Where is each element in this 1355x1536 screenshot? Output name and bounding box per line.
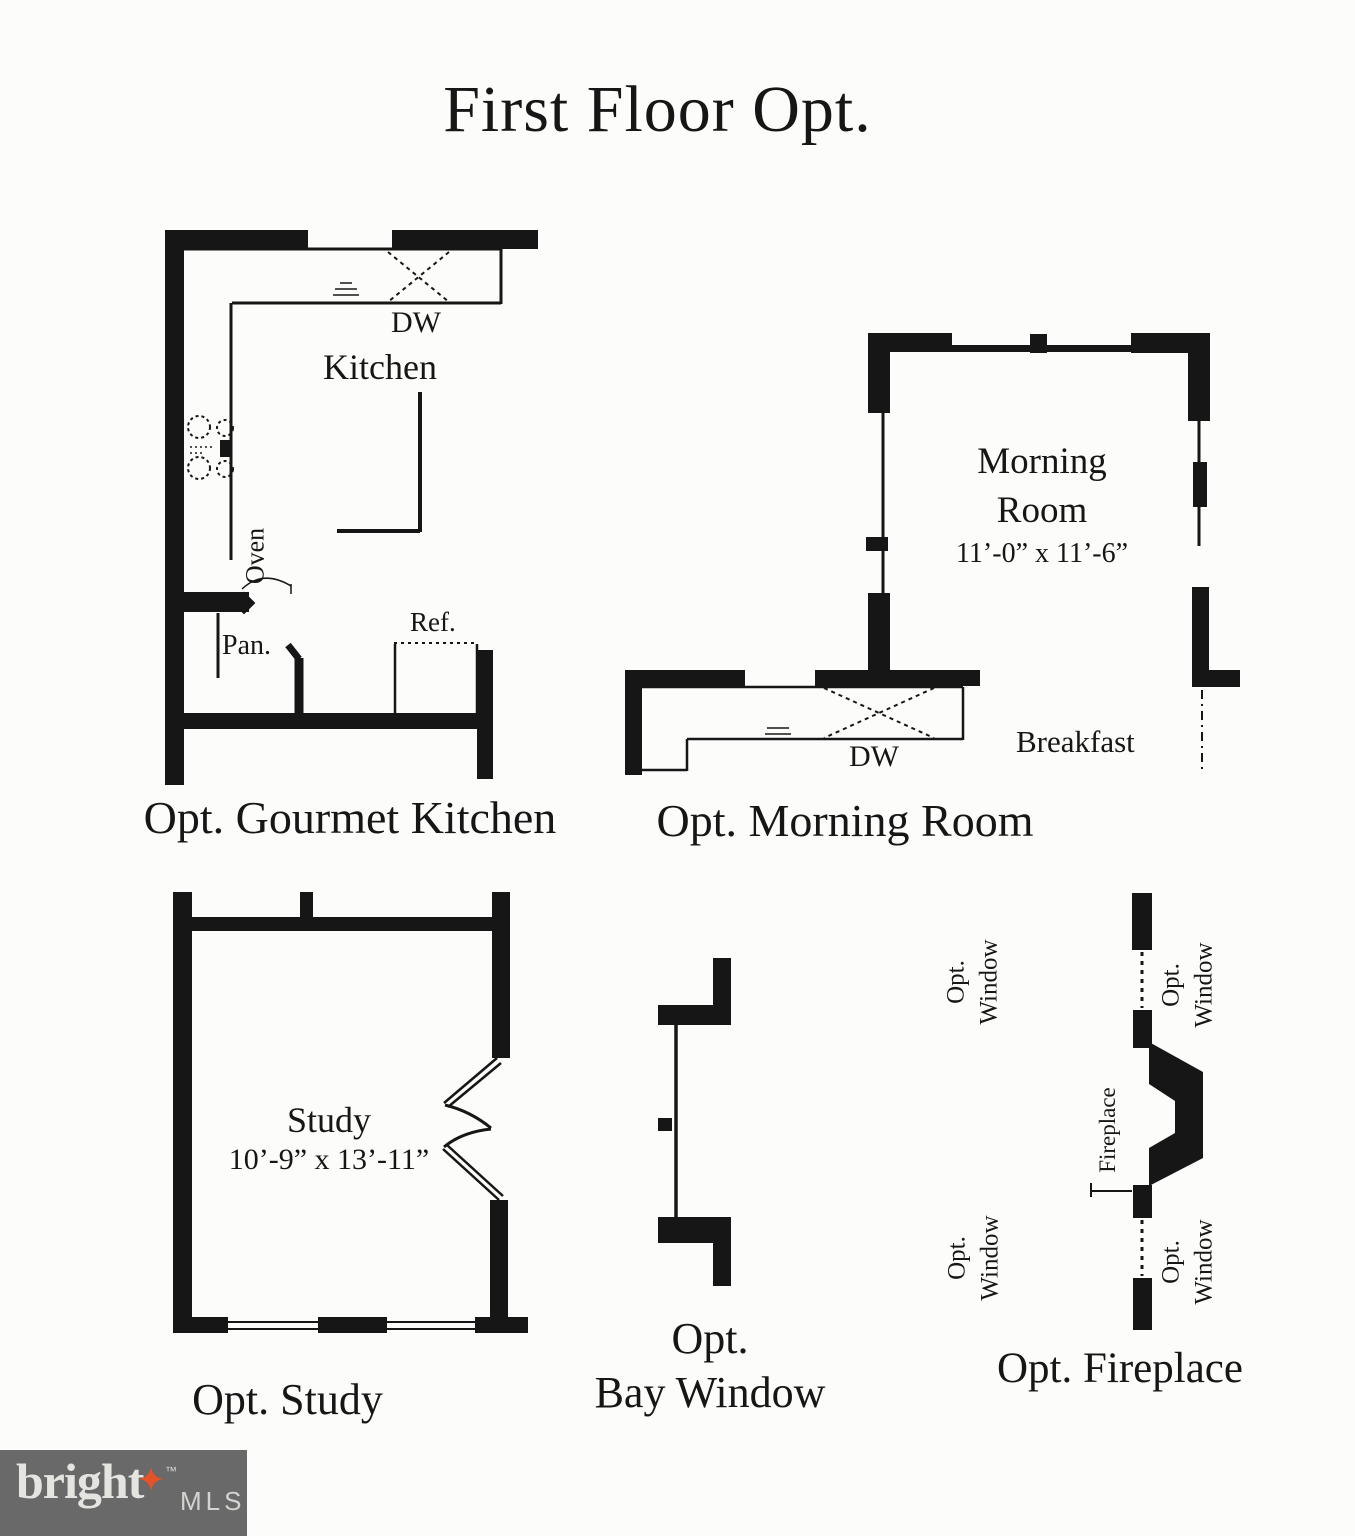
breakfast-label: Breakfast xyxy=(1016,724,1135,759)
opt-window-line1: Opt. xyxy=(943,1236,971,1280)
opt-window-line2: Window xyxy=(1190,1219,1217,1305)
opt-window-line2: Window xyxy=(1190,942,1217,1028)
morning-room-label-line1: Morning xyxy=(977,441,1107,482)
brightmls-brand-text: bright xyxy=(16,1453,144,1509)
opt-window-label-bottom-left: Opt. Window xyxy=(942,1191,1016,1326)
bay-window-caption-line2: Bay Window xyxy=(594,1367,826,1417)
kitchen-dishwasher-label: DW xyxy=(391,306,441,339)
opt-window-line2: Window xyxy=(975,939,1002,1025)
bay-window-walls xyxy=(658,958,731,1286)
morning-room-dimensions: 11’-0” x 11’-6” xyxy=(955,538,1129,569)
bay-window-caption: Opt. Bay Window xyxy=(570,1312,850,1419)
kitchen-pantry-label: Pan. xyxy=(222,630,271,661)
fireplace-label: Fireplace xyxy=(1095,1087,1120,1173)
morning-room-label-line2: Room xyxy=(996,490,1088,531)
morning-room-caption: Opt. Morning Room xyxy=(656,795,1034,846)
fireplace-caption: Opt. Fireplace xyxy=(997,1345,1243,1392)
opt-window-line1: Opt. xyxy=(1157,1240,1185,1284)
spark-icon xyxy=(139,1467,163,1491)
opt-window-label-top-left: Opt. Window xyxy=(941,915,1015,1050)
opt-window-line1: Opt. xyxy=(1157,963,1185,1007)
kitchen-caption: Opt. Gourmet Kitchen xyxy=(143,792,557,843)
opt-window-line1: Opt. xyxy=(942,960,970,1004)
bay-window-caption-line1: Opt. xyxy=(671,1314,749,1363)
morning-dishwasher-label: DW xyxy=(849,740,899,773)
study-room-label: Study xyxy=(286,1100,372,1140)
page-title: First Floor Opt. xyxy=(443,73,872,146)
study-dimensions: 10’-9” x 13’-11” xyxy=(228,1143,430,1176)
opt-window-line2: Window xyxy=(976,1215,1003,1301)
trademark-symbol: ™ xyxy=(165,1464,177,1478)
morning-room-label-block: Morning Room 11’-0” x 11’-6” xyxy=(930,438,1154,572)
kitchen-oven-label: Oven xyxy=(240,527,270,585)
brightmls-logo: bright ™ MLS xyxy=(0,1450,247,1536)
study-label-block: Study 10’-9” x 13’-11” xyxy=(215,1098,443,1178)
opt-window-label-top-right: Opt. Window xyxy=(1156,918,1230,1053)
kitchen-room-label: Kitchen xyxy=(323,347,437,387)
gourmet-kitchen-walls xyxy=(165,230,538,785)
opt-window-label-bottom-right: Opt. Window xyxy=(1156,1195,1230,1330)
study-caption: Opt. Study xyxy=(192,1375,383,1424)
kitchen-fridge-label: Ref. xyxy=(410,607,456,637)
brightmls-mls-text: MLS xyxy=(180,1486,246,1516)
